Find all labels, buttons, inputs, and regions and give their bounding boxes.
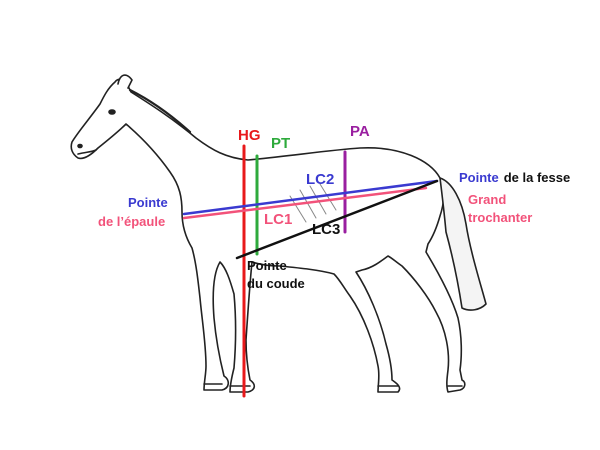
label-lc2: LC2 [306, 171, 334, 188]
horse-nostril [77, 143, 83, 149]
horse-mane [128, 88, 192, 134]
label-pointe-fesse-word2: de la fesse [504, 170, 571, 185]
label-pointe-epaule-2: de l’épaule [98, 214, 165, 229]
hoof-lines [203, 383, 463, 387]
label-pt: PT [271, 135, 290, 152]
label-hg: HG [238, 127, 261, 144]
label-grand-trochanter-1: Grand [468, 192, 506, 207]
label-pointe-epaule-1: Pointe [128, 195, 168, 210]
horse-tail [439, 177, 487, 311]
label-lc3: LC3 [312, 221, 340, 238]
lc2-line [182, 179, 439, 216]
label-pa: PA [350, 123, 370, 140]
measurement-lines [182, 144, 439, 398]
horse-ear [117, 74, 133, 89]
labels: HG PT PA LC2 LC1 LC3 Pointe de l’épaule … [98, 123, 570, 291]
label-pointe-coude-1: Pointe [247, 258, 287, 273]
label-lc1: LC1 [264, 211, 292, 228]
lc1-line [182, 186, 428, 220]
horse-mouth [77, 149, 97, 155]
label-pointe-fesse-word1: Pointe [459, 170, 499, 185]
horse-eye [108, 109, 116, 115]
label-pointe-fesse: Pointe de la fesse [459, 170, 570, 185]
label-pointe-coude-2: du coude [247, 276, 305, 291]
rib-shading [289, 183, 337, 223]
horse-body-outline [70, 78, 466, 393]
lc3-line [235, 179, 439, 260]
label-grand-trochanter-2: trochanter [468, 210, 532, 225]
horse-illustration [70, 74, 487, 393]
